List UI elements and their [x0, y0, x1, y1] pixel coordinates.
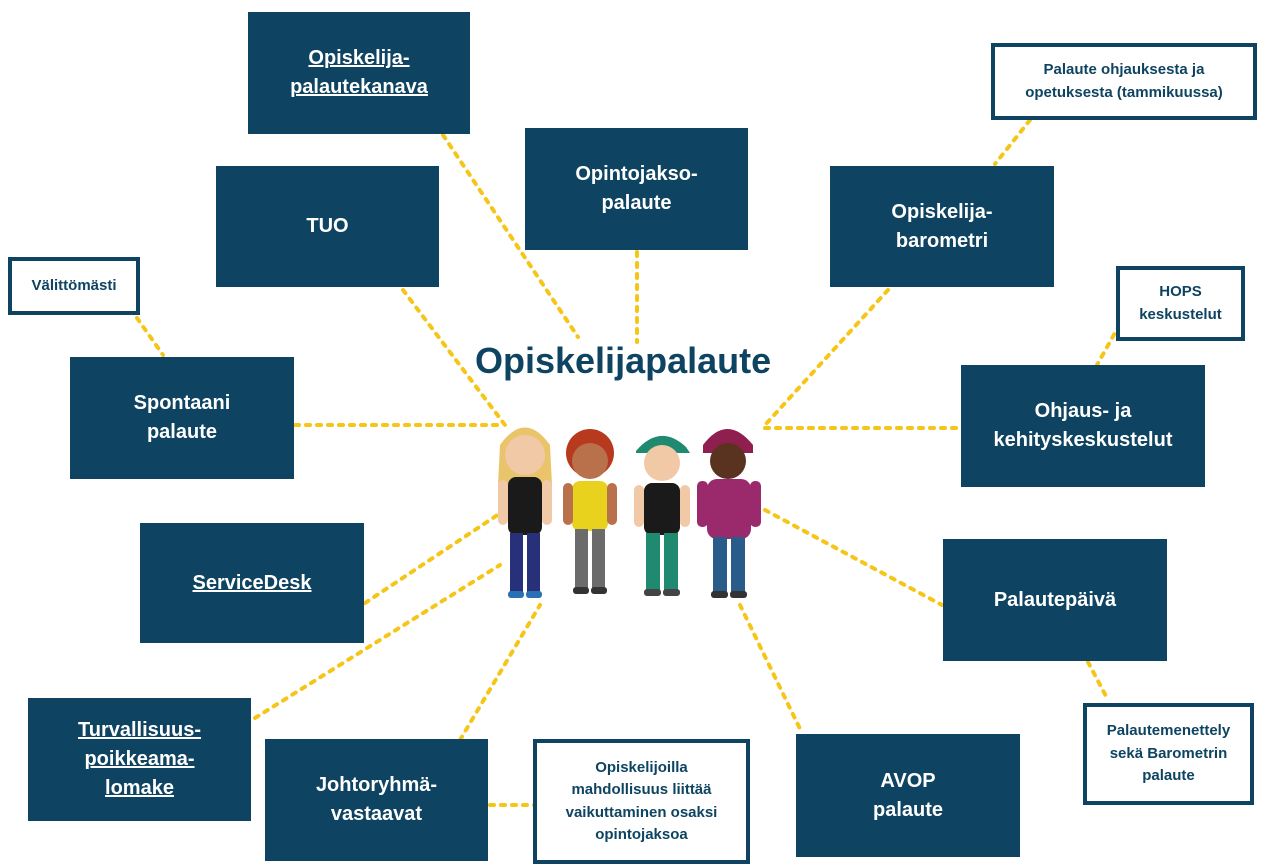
- four-students-illustration: [498, 427, 761, 598]
- diagram-title: Opiskelijapalaute: [475, 340, 772, 381]
- student-3: [634, 435, 690, 596]
- note-opiskelijoilla-line3: vaikuttaminen osaksi: [565, 803, 718, 821]
- box-servicedesk[interactable]: ServiceDesk: [140, 523, 364, 643]
- link-turvallisuus-line3[interactable]: lomake: [105, 777, 174, 799]
- palautepaiva-label: Palautepäivä: [993, 588, 1117, 611]
- link-turvallisuus-line2[interactable]: poikkeama-: [84, 748, 195, 770]
- box-tuo-label: TUO: [306, 215, 349, 237]
- note-opiskelijoilla-line2: mahdollisuus liittää: [571, 781, 712, 798]
- link-opiskelija-line2[interactable]: palautekanava: [290, 76, 428, 98]
- ohjaus-line2: kehityskeskustelut: [993, 429, 1173, 451]
- opintojakso-line1: Opintojakso-: [575, 163, 698, 185]
- connector-palautemenettely: [1086, 660, 1110, 702]
- connector-valittomasti: [135, 316, 165, 357]
- box-ohjaus-kehityskeskustelut: Ohjaus- ja kehityskeskustelut: [961, 365, 1205, 487]
- box-palautepaiva: Palautepäivä: [943, 539, 1167, 661]
- johtoryhma-line2: vastaavat: [330, 803, 423, 825]
- connector-servicedesk: [363, 508, 507, 605]
- note-palaute-ohjauksesta: Palaute ohjauksesta ja opetuksesta (tamm…: [991, 43, 1257, 120]
- student-1: [498, 427, 552, 598]
- spontaani-line1: Spontaani: [133, 392, 231, 414]
- note-palautemenettely-line1: Palautemenettely: [1106, 722, 1231, 740]
- connector-turvallisuus: [253, 563, 502, 720]
- connector-tuo: [401, 288, 507, 427]
- note-hops-keskustelut: HOPS keskustelut: [1116, 266, 1245, 341]
- connector-barometri-note: [993, 118, 1032, 166]
- connector-avop: [738, 603, 804, 735]
- ohjaus-line1: Ohjaus- ja: [1034, 400, 1132, 422]
- link-opiskelija-line1[interactable]: Opiskelija-: [308, 47, 410, 69]
- link-turvallisuus-line1[interactable]: Turvallisuus-: [78, 719, 201, 741]
- connector-barometri: [763, 288, 890, 427]
- student-4: [697, 429, 761, 598]
- johtoryhma-line1: Johtoryhmä-: [315, 774, 438, 796]
- note-valittomasti-text: Välittömästi: [31, 276, 117, 294]
- note-palautemenettely-line3: palaute: [1142, 767, 1195, 785]
- student-2: [563, 429, 617, 594]
- note-ohjauksesta-line1: Palaute ohjauksesta ja: [1043, 61, 1205, 78]
- box-spontaani-palaute: Spontaani palaute: [70, 357, 294, 479]
- avop-line1: AVOP: [880, 769, 936, 792]
- spontaani-line2: palaute: [146, 421, 217, 443]
- note-palautemenettely-line2: sekä Barometrin: [1109, 744, 1228, 762]
- box-avop-palaute: AVOP palaute: [796, 734, 1020, 857]
- note-opiskelijoilla-line4: opintojaksoa: [595, 826, 688, 843]
- box-tuo: TUO: [216, 166, 439, 287]
- note-opiskelijoilla-line1: Opiskelijoilla: [595, 758, 688, 776]
- note-hops-line2: keskustelut: [1139, 305, 1222, 323]
- note-ohjauksesta-line2: opetuksesta (tammikuussa): [1025, 83, 1223, 101]
- box-johtoryhma-vastaavat: Johtoryhmä- vastaavat: [265, 739, 488, 861]
- note-opiskelijoilla: Opiskelijoilla mahdollisuus liittää vaik…: [533, 739, 750, 864]
- barometri-line1: Opiskelija-: [891, 200, 993, 223]
- box-opiskelija-barometri: Opiskelija- barometri: [830, 166, 1054, 287]
- opintojakso-line2: palaute: [601, 192, 672, 214]
- note-hops-line1: HOPS: [1159, 283, 1202, 300]
- barometri-line2: barometri: [895, 229, 989, 252]
- connector-palautepaiva: [763, 508, 944, 607]
- link-servicedesk[interactable]: ServiceDesk: [192, 571, 312, 594]
- note-valittomasti: Välittömästi: [8, 257, 140, 315]
- connector-palautekanava: [441, 133, 580, 339]
- connector-johtoryhma: [458, 603, 542, 742]
- avop-line2: palaute: [872, 798, 944, 821]
- note-palautemenettely: Palautemenettely sekä Barometrin palaute: [1083, 703, 1254, 805]
- box-opintojakso-palaute: Opintojakso- palaute: [525, 128, 748, 250]
- box-turvallisuus[interactable]: Turvallisuus- poikkeama- lomake: [28, 698, 251, 821]
- box-opiskelija-palautekanava[interactable]: Opiskelija- palautekanava: [248, 12, 470, 134]
